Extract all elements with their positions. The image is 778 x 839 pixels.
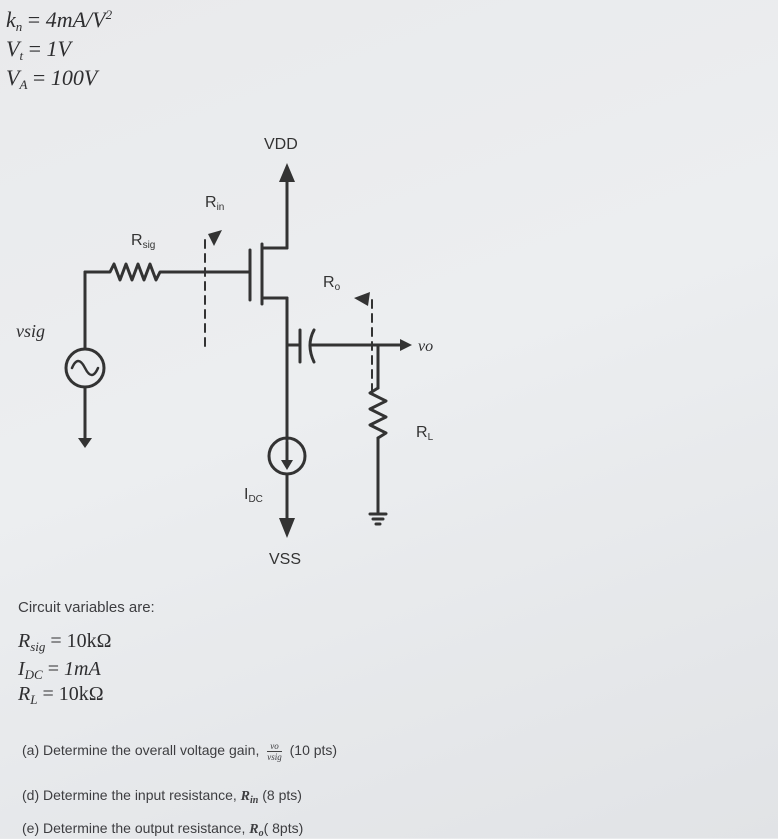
var-rsig: Rsig = 10kΩ [18,630,112,654]
circuit-diagram [64,163,412,538]
vsig-source [64,347,106,448]
vsig-label: vsig [16,321,45,341]
vss-label: VSS [269,551,302,568]
vo-label: vo [418,338,434,355]
param-kn: kn = 4mA/V2 [6,7,113,34]
question-a: (a) Determine the overall voltage gain, … [22,741,338,762]
rin-indicator [204,230,222,349]
coupling-capacitor [285,328,412,364]
question-d: (d) Determine the input resistance, Rin … [22,787,302,806]
variables-heading: Circuit variables are: [18,599,155,616]
rsig-label: Rsig [131,232,156,251]
gain-fraction: vo vsig [267,741,282,762]
rin-label: Rin [205,194,225,213]
param-va: VA = 100V [6,65,98,92]
var-rl: RL = 10kΩ [18,683,104,707]
rsig-resistor [83,262,170,282]
vdd-label: VDD [264,136,298,153]
param-vt: Vt = 1V [6,36,71,63]
mosfet [248,242,289,306]
question-e: (e) Determine the output resistance, Ro(… [22,820,304,839]
vdd-arrow [279,163,295,250]
var-idc: IDC = 1mA [18,658,101,682]
rl-resistor [368,343,388,526]
idc-label: IDC [244,486,263,505]
ro-indicator [354,292,373,399]
ro-label: Ro [323,274,341,293]
current-source [267,436,307,538]
rl-label: RL [416,424,434,443]
